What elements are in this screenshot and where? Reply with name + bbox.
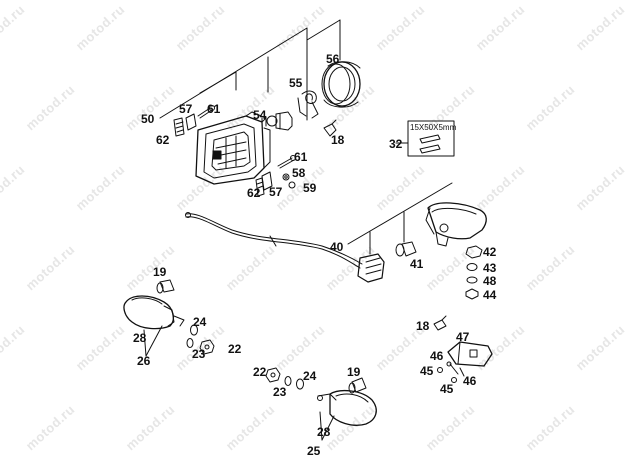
leader-lines-headlight (159, 19, 341, 121)
nut-44 (465, 288, 479, 300)
wiring-harness (185, 212, 385, 283)
nut-22-left (199, 339, 215, 355)
clip-62-top (185, 113, 197, 131)
part-number-61-top: 61 (207, 102, 221, 116)
washer-59 (288, 181, 296, 189)
part-number-57-bottom: 57 (269, 185, 283, 199)
tail-light (425, 202, 487, 247)
screw-46a (446, 361, 459, 375)
nut-58 (282, 173, 290, 181)
part-number-61-bottom: 61 (294, 150, 308, 164)
part-number-19-lower: 19 (347, 365, 361, 379)
part-number-18-right: 18 (416, 319, 430, 333)
part-number-28-left: 28 (133, 331, 147, 345)
nut-45b (451, 377, 457, 383)
clip-62-bottom (255, 177, 265, 197)
indicator-lower (317, 389, 377, 426)
part-number-62-top: 62 (156, 133, 170, 147)
part-number-45-left: 45 (420, 364, 434, 378)
clip-61-top (173, 105, 215, 137)
bulb-41 (395, 241, 417, 257)
pad-kit-box (395, 120, 455, 157)
part-number-22-lower: 22 (253, 365, 267, 379)
washer-24-left (190, 324, 198, 336)
part-number-25: 25 (307, 444, 321, 458)
part-number-58: 58 (292, 166, 306, 180)
clip-61-bottom (277, 155, 296, 169)
part-number-24-lower: 24 (303, 369, 317, 383)
part-number-44: 44 (483, 288, 497, 302)
headlight-housing (195, 111, 271, 185)
part-number-18-top: 18 (331, 133, 345, 147)
part-number-19-left: 19 (153, 265, 167, 279)
rubber-cap (321, 61, 361, 108)
license-light (447, 341, 493, 367)
pad-kit-size-label: 15X50X5mm (410, 123, 457, 132)
leader-lines-left (143, 325, 163, 357)
part-number-28-lower: 28 (317, 425, 331, 439)
part-number-32: 32 (389, 137, 403, 151)
nut-42 (465, 245, 483, 259)
part-number-62-bottom: 62 (247, 186, 261, 200)
part-number-56: 56 (326, 52, 340, 66)
washer-23-left (186, 338, 194, 348)
bulb-19-left (156, 279, 175, 294)
part-number-59: 59 (303, 181, 317, 195)
screw-46b (459, 367, 465, 377)
part-number-47: 47 (456, 330, 470, 344)
part-number-57-top: 57 (179, 102, 193, 116)
part-number-54: 54 (253, 108, 267, 122)
part-number-50: 50 (141, 112, 155, 126)
part-number-42: 42 (483, 245, 497, 259)
spring-clip (297, 90, 319, 119)
part-number-55: 55 (289, 76, 303, 90)
leader-lines-harness (347, 182, 453, 255)
part-number-40: 40 (330, 240, 344, 254)
part-number-48: 48 (483, 274, 497, 288)
part-number-26: 26 (137, 354, 151, 368)
part-number-46-right: 46 (463, 374, 477, 388)
washer-24-lower (296, 378, 304, 390)
nut-22-lower (265, 367, 281, 383)
part-number-41: 41 (410, 257, 424, 271)
bulb-h4 (261, 111, 293, 131)
part-number-23-lower: 23 (273, 385, 287, 399)
nut-45a (437, 367, 443, 373)
part-number-46-left: 46 (430, 349, 444, 363)
part-number-43: 43 (483, 261, 497, 275)
part-number-23-left: 23 (192, 347, 206, 361)
indicator-left (123, 295, 185, 330)
washer-43 (466, 263, 478, 271)
part-number-24-left: 24 (193, 315, 207, 329)
part-number-45-right: 45 (440, 382, 454, 396)
bulb-19-lower (348, 377, 367, 394)
bulb-18-right (433, 315, 447, 331)
bulb-18-top (323, 119, 337, 137)
part-number-22-left: 22 (228, 342, 242, 356)
washer-48 (466, 276, 478, 284)
washer-23-lower (284, 376, 292, 386)
leader-lines-lower (319, 411, 335, 441)
